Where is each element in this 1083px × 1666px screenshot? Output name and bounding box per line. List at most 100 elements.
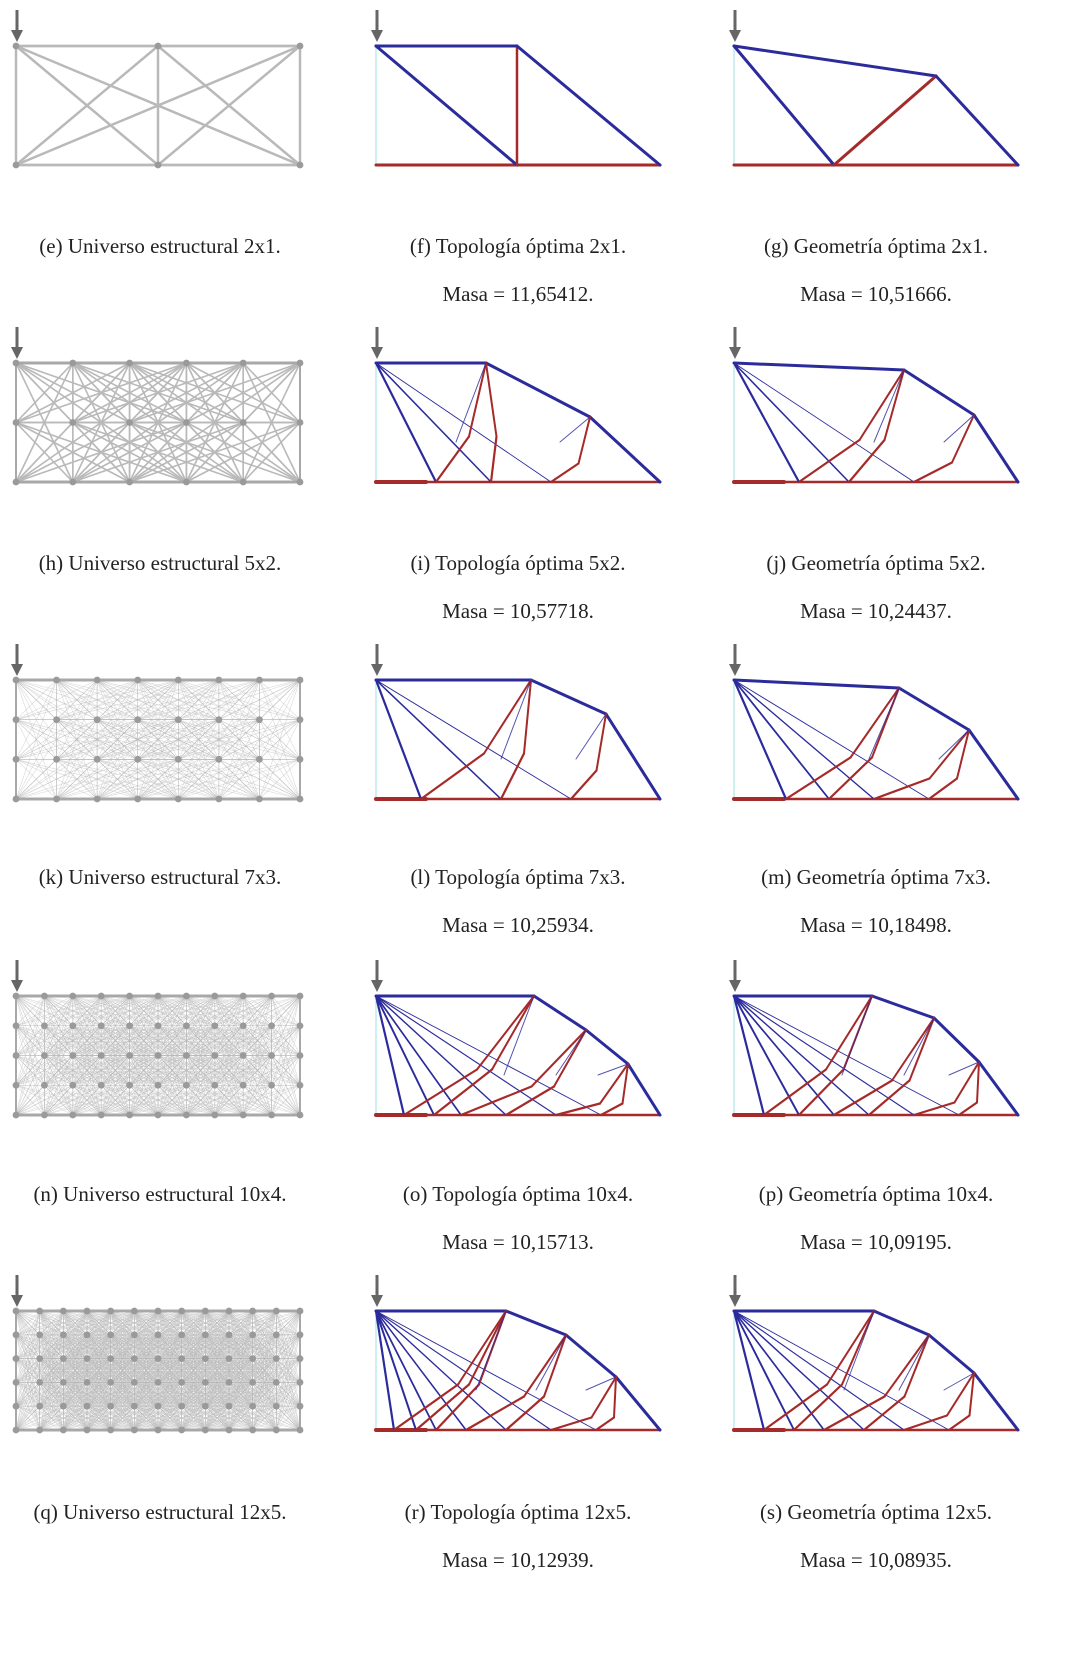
truss-bar	[614, 1375, 662, 1432]
truss-bar	[733, 995, 960, 1116]
node-dot	[272, 1307, 280, 1315]
truss-bar	[832, 1079, 894, 1117]
universe-bar	[110, 1310, 135, 1431]
node-dot	[239, 992, 247, 1000]
universe-bar	[242, 421, 301, 483]
node-dot	[53, 755, 60, 763]
caption-text: (o) Topología óptima 10x4.	[402, 1182, 634, 1206]
node-dot	[107, 1331, 115, 1339]
universe-bar	[276, 1405, 301, 1431]
load-arrow-head-icon	[729, 980, 741, 992]
universe-bar	[86, 1310, 111, 1407]
truss-bar	[902, 368, 976, 417]
universe-bar	[128, 362, 188, 483]
truss-bar	[375, 995, 462, 1116]
universe-bar	[259, 679, 301, 760]
node-dot	[272, 1355, 280, 1362]
node-dot	[93, 716, 101, 724]
caption-universe: (n) Universo estructural 10x4.	[0, 1170, 320, 1218]
universe-bar	[214, 995, 244, 1116]
node-dot	[12, 795, 20, 803]
universe-bar	[15, 362, 74, 483]
node-dot	[154, 992, 162, 1000]
node-dot	[126, 419, 133, 426]
universe-bar	[63, 1310, 88, 1336]
universe-bar	[218, 679, 260, 720]
truss-bar	[595, 713, 607, 772]
universe-bar	[14, 44, 160, 167]
node-dot	[183, 359, 190, 367]
node-dot	[296, 478, 304, 486]
node-dot	[256, 795, 263, 803]
truss-bar	[897, 686, 971, 732]
node-dot	[183, 478, 190, 486]
universe-bar	[15, 1310, 40, 1359]
truss-bar	[419, 752, 486, 801]
node-dot	[268, 1022, 275, 1030]
topology-svg	[371, 10, 662, 167]
truss-bar	[932, 1016, 981, 1064]
caption-universe: (k) Universo estructural 7x3.	[0, 853, 320, 901]
caption-text: (j) Geometría óptima 5x2.	[766, 551, 986, 575]
topology-figure-5x2	[366, 325, 670, 527]
universe-bar	[157, 995, 187, 1116]
node-dot	[53, 676, 60, 684]
geometry-figure-5x2	[724, 325, 1028, 527]
truss-bar	[903, 1334, 930, 1398]
truss-bar	[826, 1310, 875, 1386]
universe-bar	[63, 1310, 88, 1359]
truss-bar	[503, 995, 535, 1076]
truss-bar	[455, 362, 487, 443]
node-dot	[93, 795, 101, 803]
universe-bar	[157, 1310, 182, 1383]
geometry-svg	[729, 644, 1020, 801]
geometry-figure-2x1	[724, 8, 1028, 210]
universe-bar	[157, 1025, 187, 1116]
truss-bar	[564, 1333, 618, 1379]
node-dot	[83, 1402, 91, 1410]
node-dot	[59, 1331, 67, 1339]
truss-bar	[976, 1061, 980, 1104]
truss-bar	[972, 1371, 1020, 1432]
universe-svg	[11, 10, 304, 169]
node-dot	[256, 716, 263, 724]
node-dot	[107, 1426, 115, 1434]
node-dot	[12, 1379, 20, 1386]
node-dot	[83, 1307, 91, 1315]
universe-bar	[157, 1334, 182, 1431]
node-dot	[239, 1022, 247, 1030]
node-dot	[53, 795, 60, 803]
node-dot	[36, 1379, 44, 1386]
node-dot	[249, 1379, 257, 1386]
universe-bar	[15, 995, 45, 1116]
caption-text: (r) Topología óptima 12x5.	[404, 1500, 632, 1524]
universe-bar	[271, 995, 301, 1116]
truss-bar	[977, 1060, 1020, 1117]
node-dot	[12, 1111, 20, 1119]
universe-bar	[56, 679, 98, 800]
truss-bar	[733, 1310, 795, 1431]
truss-bar	[529, 678, 608, 716]
geometry-svg	[729, 327, 1020, 484]
universe-bar	[44, 995, 74, 1056]
node-dot	[296, 1022, 304, 1030]
truss-bar	[543, 1334, 567, 1398]
universe-bar	[15, 679, 57, 760]
truss-bar	[733, 995, 915, 1116]
caption-text: (p) Geometría óptima 10x4.	[758, 1182, 994, 1206]
universe-bar	[205, 1310, 230, 1407]
node-dot	[12, 1331, 20, 1339]
universe-bar	[252, 1310, 277, 1336]
truss-bar	[464, 1395, 526, 1432]
truss-bar	[732, 678, 788, 801]
universe-bar	[157, 1310, 182, 1336]
universe-bar	[252, 1310, 277, 1407]
truss-bar	[967, 728, 1020, 801]
caption-universe: (e) Universo estructural 2x1.	[0, 222, 320, 270]
topology-svg	[371, 1275, 662, 1432]
universe-figure-5x2	[6, 325, 310, 527]
caption-text: (g) Geometría óptima 2x1.	[764, 234, 988, 258]
truss-bar	[912, 461, 954, 484]
universe-bar	[86, 1310, 111, 1336]
node-dot	[130, 1331, 138, 1339]
